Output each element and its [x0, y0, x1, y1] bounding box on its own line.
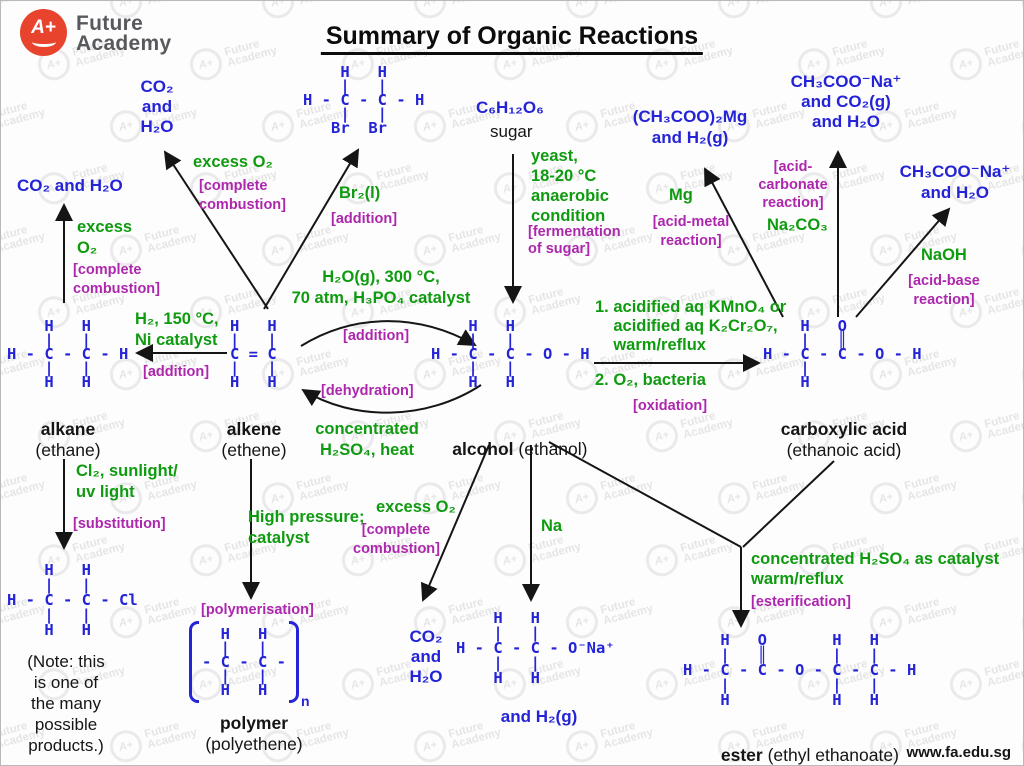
label-alkane: alkane (ethane): [35, 419, 101, 460]
product-co2-h2o-top: CO₂ and H₂O: [140, 77, 174, 136]
tag-dehydration: [dehydration]: [321, 383, 414, 399]
arrow-dehydration: [301, 384, 482, 414]
molecule-ethane: H H | | H - C - C - H | | H H: [7, 317, 129, 391]
molecule-sodium-ethoxide: H H | | H - C - C - O⁻Na⁺ | | H H: [456, 609, 615, 687]
condition-na2co3: Na₂CO₃: [767, 216, 828, 234]
arrow-acid-base: [855, 207, 951, 318]
tag-fermentation: [fermentation of sugar]: [528, 224, 621, 257]
tag-complete-combustion-left: [complete combustion]: [73, 262, 160, 297]
arrow-alkene-bromination: [263, 148, 360, 310]
condition-cl2: Cl₂, sunlight/ uv light: [76, 462, 178, 501]
tag-acid-metal: [acid-metal reaction]: [652, 214, 730, 249]
label-alcohol: alcohol (ethanol): [452, 439, 588, 459]
brand-name: Future Academy: [76, 12, 172, 55]
molecule-ethene: H H | | C = C | | H H: [230, 317, 277, 391]
page-title: Summary of Organic Reactions: [320, 22, 704, 55]
condition-br2: Br₂(l): [339, 184, 381, 202]
note-text: (Note: this is one of the many possible …: [27, 652, 105, 755]
tag-addition-hydration: [addition]: [343, 328, 410, 344]
condition-esterification: concentrated H₂SO₄ as catalyst warm/refl…: [751, 550, 1000, 588]
tag-substitution: [substitution]: [73, 516, 166, 532]
condition-na: Na: [541, 517, 563, 535]
label-carboxylic-acid: carboxylic acid (ethanoic acid): [780, 419, 908, 460]
condition-excess-o2-mid: excess O₂: [193, 153, 273, 171]
molecule-dibromoethane: H H | | H - C - C - H | | Br Br: [303, 63, 425, 137]
condition-h2-ni: H₂, 150 °C, Ni catalyst: [135, 310, 219, 349]
polymer-n-subscript: n: [301, 693, 310, 709]
condition-hydration: H₂O(g), 300 °C, 70 atm, H₃PO₄ catalyst: [291, 268, 471, 307]
page-title-wrap: Summary of Organic Reactions: [320, 22, 704, 55]
condition-yeast: yeast, 18-20 °C anaerobic condition: [531, 147, 609, 225]
condition-oxidation-2: 2. O₂, bacteria: [595, 371, 706, 389]
molecule-chloroethane: H H | | H - C - C - Cl | | H H: [7, 561, 138, 639]
condition-excess-o2-bottom: excess O₂: [376, 498, 456, 516]
product-co2-h2o-bottom: CO₂ and H₂O: [409, 627, 443, 686]
label-sugar: sugar: [490, 122, 533, 141]
molecule-polymer: H H | | - C - C - | | H H n: [189, 621, 310, 709]
arrow-alcohol-combustion: [420, 444, 490, 602]
product-hydrogen-gas: and H₂(g): [500, 707, 578, 726]
condition-high-pressure: High pressure; catalyst: [248, 508, 365, 547]
condition-dehydration: concentrated H₂SO₄, heat: [315, 420, 419, 459]
logo-aplus-text: A+: [31, 16, 56, 38]
line-alcohol-to-junction: [548, 441, 742, 548]
tag-acid-base: [acid-base reaction]: [908, 273, 980, 308]
arrow-alkene-combustion: [163, 150, 269, 310]
future-academy-logo-icon: A+: [20, 9, 67, 56]
product-magnesium-ethanoate: (CH₃COO)₂Mg and H₂(g): [632, 107, 748, 147]
condition-mg: Mg: [669, 186, 693, 204]
condition-naoh: NaOH: [921, 246, 967, 264]
website-url: www.fa.edu.sg: [906, 744, 1011, 761]
label-alkene: alkene (ethene): [221, 419, 287, 460]
polymer-left-bracket: [189, 621, 199, 703]
formula-glucose: C₆H₁₂O₆: [476, 98, 544, 117]
label-polymer: polymer (polyethene): [205, 713, 303, 754]
molecule-ethanol: H H | | H - C - C - O - H | | H H: [431, 317, 590, 391]
tag-acid-carbonate: [acid- carbonate reaction]: [758, 159, 828, 211]
tag-addition-bromination: [addition]: [331, 211, 398, 227]
tag-esterification: [esterification]: [751, 594, 851, 610]
tag-oxidation: [oxidation]: [633, 398, 708, 414]
product-co2-h2o-left: CO₂ and H₂O: [17, 176, 123, 195]
arrow-hydration: [300, 320, 477, 347]
product-sodium-ethanoate: CH₃COO⁻Na⁺ and H₂O: [899, 162, 1011, 202]
arrow-acid-metal: [704, 167, 784, 318]
product-sodium-ethanoate-co2: CH₃COO⁻Na⁺ and CO₂(g) and H₂O: [790, 72, 902, 131]
tag-addition-hydrogenation: [addition]: [143, 364, 210, 380]
molecule-ester: H O H H | ║ | | H - C - C - O - C - C - …: [683, 631, 917, 709]
tag-complete-combustion-bottom: [complete combustion]: [353, 522, 440, 557]
line-acid-to-junction: [742, 460, 835, 548]
tag-complete-combustion-mid: [complete combustion]: [199, 178, 286, 213]
molecule-ethanoic-acid: H O | ║ H - C - C - O - H | H: [763, 317, 922, 391]
polymer-right-bracket: [289, 621, 299, 703]
condition-oxidation-1: 1. acidified aq KMnO₄ or acidified aq K₂…: [595, 298, 787, 354]
condition-excess-o2-left: excess O₂: [77, 218, 133, 257]
label-ester: ester (ethyl ethanoate): [720, 745, 899, 765]
tag-polymerisation: [polymerisation]: [201, 602, 314, 618]
book-icon: [31, 37, 56, 47]
